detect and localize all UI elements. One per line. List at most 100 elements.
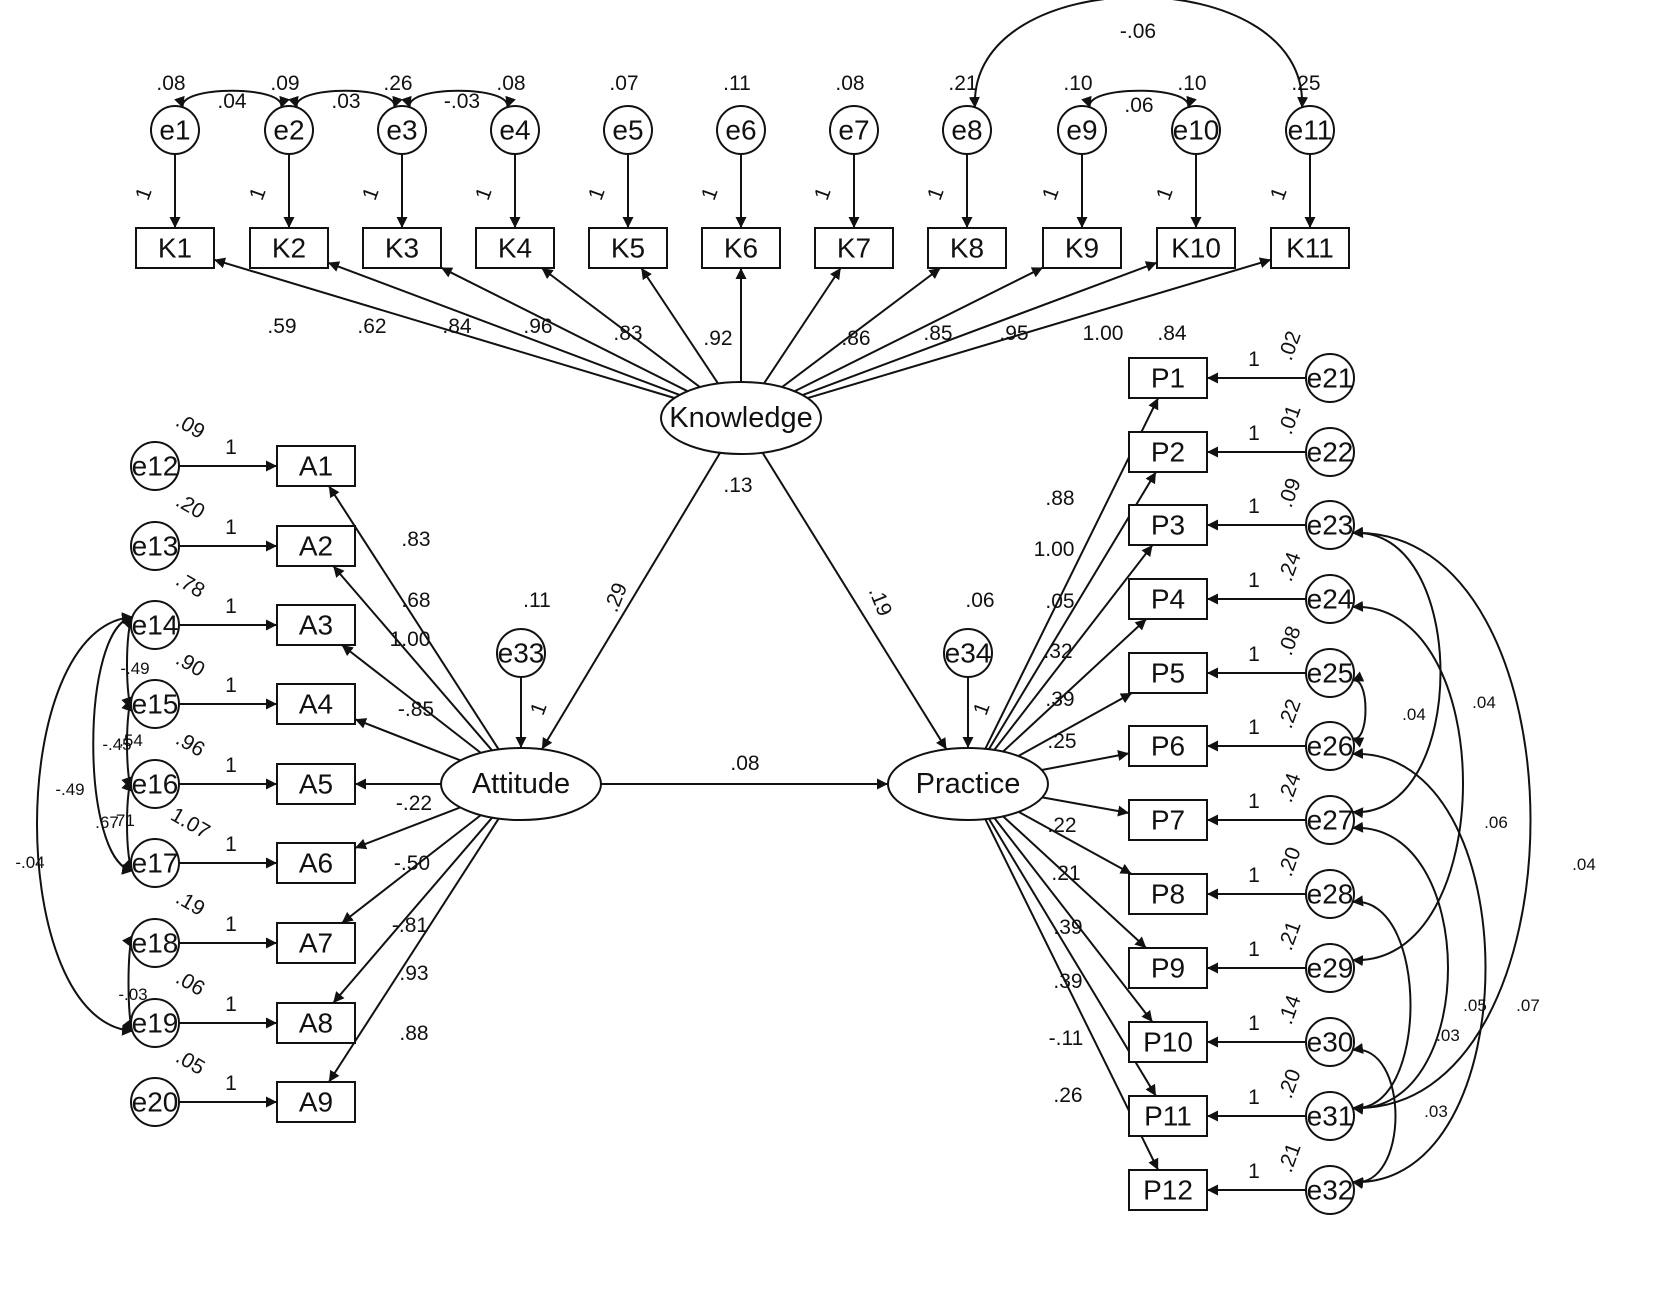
indicator-box-k3 (362, 227, 442, 269)
indicator-label-k11: K11 (1286, 233, 1334, 264)
error-variance-e2: .09 (270, 72, 299, 95)
indicator-box-a9 (276, 1081, 356, 1123)
error-variance-e1: .08 (156, 72, 185, 95)
loading-label-knowledge-10: 1.00 (1083, 322, 1124, 345)
structural-label-knowledge-attitude: .29 (600, 580, 632, 616)
indicator-box-p10 (1128, 1021, 1208, 1063)
error-circle-e7 (829, 105, 879, 155)
error-label-e32: e32 (1307, 1175, 1354, 1206)
indicator-label-a5: A5 (299, 769, 333, 800)
loading-label-attitude-6: -.50 (394, 852, 430, 875)
indicator-label-k2: K2 (272, 233, 306, 264)
loading-label-practice-2: 1.00 (1034, 538, 1075, 561)
covariance-arc-e28-e31 (1351, 895, 1412, 1115)
covariance-label-e24-e29-15: .06 (1484, 813, 1508, 832)
loading-arrow-practice-p5 (1017, 692, 1133, 757)
indicator-label-p8: P8 (1151, 879, 1185, 910)
error-variance-e27: .24 (1274, 770, 1306, 806)
indicator-box-p5 (1128, 652, 1208, 694)
loading-label-practice-1: .88 (1045, 487, 1074, 510)
indicator-label-p10: P10 (1143, 1027, 1193, 1058)
fixed-path-label-e33: 1 (526, 699, 552, 718)
error-label-e21: e21 (1307, 363, 1354, 394)
loading-arrow-knowledge-k9 (794, 266, 1044, 393)
error-label-e16: e16 (132, 769, 179, 800)
indicator-label-p12: P12 (1143, 1175, 1193, 1206)
loading-arrow-knowledge-k8 (781, 267, 942, 388)
loading-label-practice-4: .32 (1043, 640, 1072, 663)
indicator-box-a2 (276, 525, 356, 567)
error-circle-e25 (1305, 648, 1355, 698)
indicator-label-a2: A2 (299, 531, 333, 562)
indicator-label-p2: P2 (1151, 437, 1185, 468)
covariance-arc-e9-e10 (1081, 89, 1197, 109)
indicator-box-p6 (1128, 725, 1208, 767)
loading-label-knowledge-9: .95 (999, 322, 1028, 345)
error-label-e30: e30 (1307, 1027, 1354, 1058)
fixed-path-label-e32: 1 (1248, 1160, 1260, 1183)
loading-label-attitude-8: .93 (399, 962, 428, 985)
covariance-arc-e26-e32 (1351, 748, 1487, 1188)
covariance-label-e15-e16-11: .54 (119, 731, 143, 750)
indicator-label-p6: P6 (1151, 731, 1185, 762)
indicator-box-p7 (1128, 799, 1208, 841)
error-circle-e31 (1305, 1091, 1355, 1141)
loading-label-attitude-1: .83 (401, 528, 430, 551)
covariance-arc-e8-e11 (968, 0, 1309, 109)
fixed-path-label-e8: 1 (923, 184, 949, 203)
covariance-label-e2-e3-1: .03 (331, 90, 360, 113)
indicator-box-k5 (588, 227, 668, 269)
latent-ellipse-practice (887, 747, 1049, 821)
error-circle-e1 (150, 105, 200, 155)
loading-label-practice-5: .39 (1045, 688, 1074, 711)
error-label-e6: e6 (725, 115, 756, 146)
covariance-arc-e2-e3 (288, 89, 403, 109)
error-circle-e17 (130, 838, 180, 888)
loading-arrow-attitude-a3 (341, 644, 482, 754)
covariance-label-e14-e19-9: -.04 (15, 853, 44, 872)
loading-label-practice-8: .21 (1051, 862, 1080, 885)
loading-label-practice-12: .26 (1053, 1084, 1082, 1107)
indicator-label-k7: K7 (837, 233, 871, 264)
error-circle-e21 (1305, 353, 1355, 403)
error-circle-e33 (496, 628, 546, 678)
error-circle-e22 (1305, 427, 1355, 477)
fixed-path-label-e28: 1 (1248, 864, 1260, 887)
covariance-label-e26-e32-18: .07 (1516, 996, 1540, 1015)
fixed-path-label-e19: 1 (225, 993, 237, 1016)
disturbance-label-e34: e34 (945, 638, 992, 669)
fixed-path-label-e14: 1 (225, 595, 237, 618)
error-label-e19: e19 (132, 1008, 179, 1039)
disturbance-variance-e34: .06 (965, 589, 994, 612)
error-label-e17: e17 (132, 848, 179, 879)
covariance-label-e15-e16-6: -.45 (102, 735, 131, 754)
indicator-box-k7 (814, 227, 894, 269)
error-circle-e6 (716, 105, 766, 155)
error-variance-e20: .05 (172, 1045, 209, 1080)
error-variance-e19: .06 (172, 966, 209, 1001)
error-label-e9: e9 (1066, 115, 1097, 146)
indicator-box-a4 (276, 683, 356, 725)
error-circle-e14 (130, 600, 180, 650)
error-label-e26: e26 (1307, 731, 1354, 762)
indicator-box-p3 (1128, 504, 1208, 546)
error-variance-e21: .02 (1274, 328, 1306, 363)
error-circle-e19 (130, 998, 180, 1048)
indicator-box-p11 (1128, 1095, 1208, 1137)
indicator-box-p2 (1128, 431, 1208, 473)
disturbance-label-e33: e33 (498, 638, 545, 669)
loading-label-practice-7: .22 (1047, 814, 1076, 837)
error-circle-e8 (942, 105, 992, 155)
indicator-label-k8: K8 (950, 233, 984, 264)
error-circle-e29 (1305, 943, 1355, 993)
indicator-box-k2 (249, 227, 329, 269)
fixed-path-label-e34: 1 (969, 699, 995, 718)
covariance-arc-e25-e26 (1351, 671, 1367, 748)
indicator-label-k10: K10 (1171, 233, 1221, 264)
indicator-label-a9: A9 (299, 1087, 333, 1118)
latent-label-knowledge: Knowledge (669, 402, 813, 434)
fixed-path-label-e5: 1 (584, 184, 610, 203)
loading-label-knowledge-2: .62 (357, 315, 386, 338)
indicator-label-a3: A3 (299, 610, 333, 641)
